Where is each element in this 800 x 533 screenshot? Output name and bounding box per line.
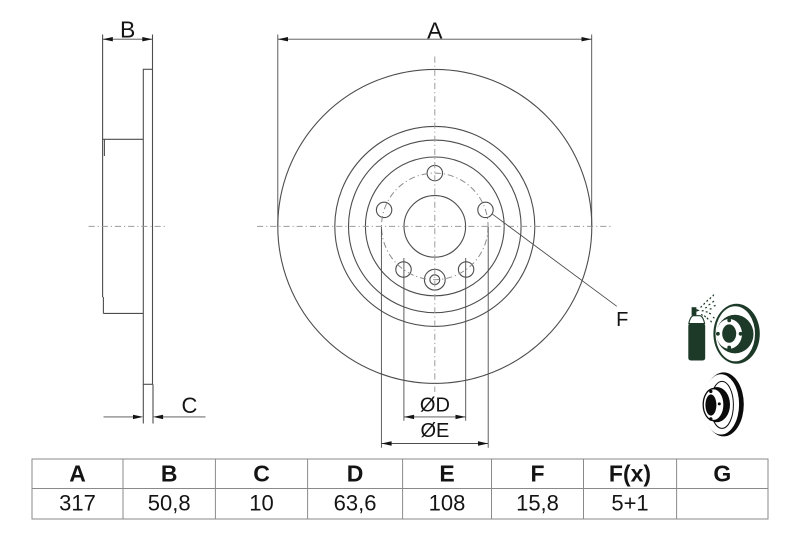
svg-text:E: E [439,461,454,487]
svg-text:A: A [427,17,443,43]
svg-text:317: 317 [59,491,96,516]
svg-text:B: B [161,461,178,487]
svg-text:63,6: 63,6 [334,491,377,516]
svg-text:A: A [69,461,86,487]
svg-text:15,8: 15,8 [516,491,559,516]
svg-text:F: F [530,461,544,487]
svg-text:F(x): F(x) [609,461,651,487]
svg-text:ØD: ØD [420,395,450,417]
svg-text:G: G [713,461,731,487]
svg-text:C: C [253,461,270,487]
svg-text:5+1: 5+1 [611,491,648,516]
svg-text:ØE: ØE [420,420,449,442]
svg-text:B: B [120,16,135,42]
svg-text:10: 10 [249,491,273,516]
svg-text:F: F [616,309,628,331]
svg-text:D: D [347,461,364,487]
svg-text:50,8: 50,8 [148,491,191,516]
svg-text:108: 108 [429,491,466,516]
svg-text:C: C [181,393,197,418]
